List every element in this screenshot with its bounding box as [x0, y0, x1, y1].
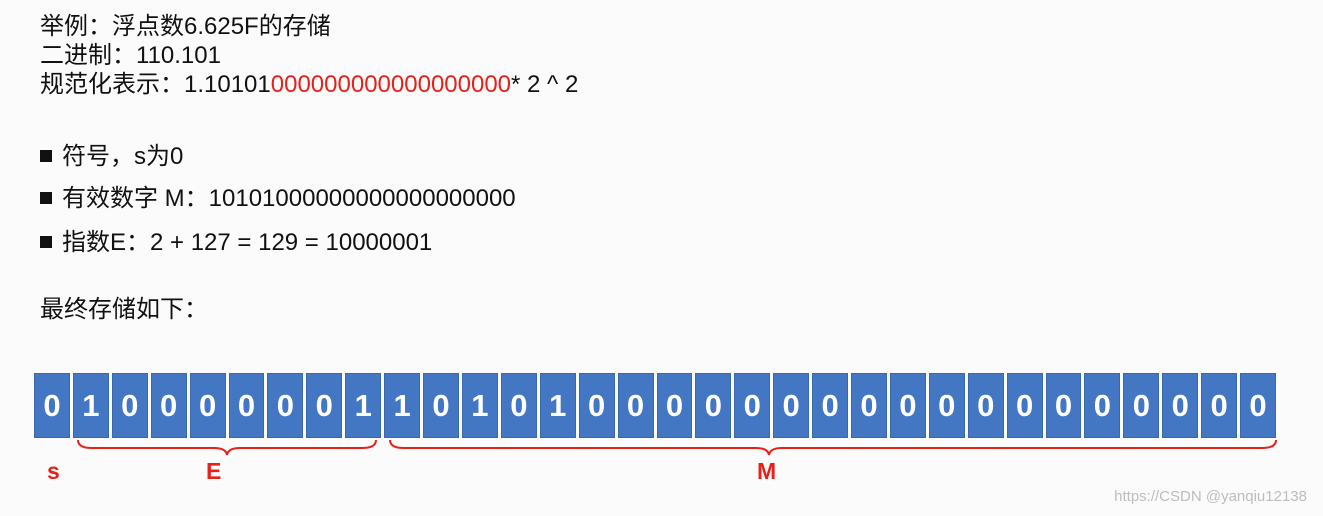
normalized-line: 规范化表示：1.10101000000000000000000* 2 ^ 2	[40, 70, 578, 100]
bullet-mantissa: 有效数字 M：10101000000000000000000	[40, 184, 516, 214]
bit-cell-8: 1	[345, 373, 382, 438]
bit-cell-17: 0	[695, 373, 732, 438]
normalized-label: 规范化表示：	[40, 71, 184, 98]
binary-line: 二进制：110.101	[40, 41, 221, 71]
bit-cell-31: 0	[1240, 373, 1276, 438]
bit-cell-27: 0	[1084, 373, 1121, 438]
exponent-field-label: E	[206, 458, 222, 484]
bit-cell-4: 0	[189, 373, 226, 438]
bit-cell-2: 0	[111, 373, 148, 438]
mantissa-field-label: M	[757, 458, 777, 484]
normalized-padding-zeros: 000000000000000000	[270, 71, 512, 98]
field-braces	[77, 439, 1277, 456]
bit-cell-15: 0	[617, 373, 654, 438]
bit-cell-0: 0	[34, 373, 70, 438]
bit-cell-18: 0	[734, 373, 771, 438]
bit-cell-25: 0	[1006, 373, 1043, 438]
bullet-square-icon	[40, 150, 52, 162]
bit-cell-5: 0	[228, 373, 265, 438]
storage-caption: 最终存储如下：	[40, 296, 208, 323]
bit-cell-11: 1	[461, 373, 498, 438]
normalized-prefix: 1.10101	[184, 71, 271, 98]
mantissa-brace	[389, 439, 1277, 456]
exponent-brace	[77, 439, 377, 456]
bullet-sign: 符号，s为0	[40, 142, 183, 172]
bit-cell-12: 0	[500, 373, 537, 438]
bullet-square-icon	[40, 236, 52, 248]
bit-cell-24: 0	[967, 373, 1004, 438]
bit-cell-7: 0	[306, 373, 343, 438]
bit-cell-1: 1	[72, 373, 109, 438]
sign-field-label: s	[47, 458, 60, 484]
bit-cell-22: 0	[889, 373, 926, 438]
bit-cell-16: 0	[656, 373, 693, 438]
bit-cell-14: 0	[578, 373, 615, 438]
normalized-suffix: * 2 ^ 2	[511, 71, 579, 98]
bullet-mantissa-text: 有效数字 M：10101000000000000000000	[62, 185, 516, 212]
binary-label: 二进制：	[40, 42, 136, 69]
bullet-exponent-text: 指数E：2 + 127 = 129 = 10000001	[62, 229, 433, 256]
bit-cell-21: 0	[851, 373, 887, 438]
bit-cell-23: 0	[928, 373, 965, 438]
example-title: 举例：浮点数6.625F的存储	[40, 13, 331, 40]
bit-cell-29: 0	[1162, 373, 1199, 438]
binary-value: 110.101	[136, 42, 221, 69]
csdn-watermark: https://CSDN @yanqiu12138	[1114, 488, 1307, 505]
bullet-sign-text: 符号，s为0	[62, 143, 184, 170]
bit-cell-28: 0	[1123, 373, 1160, 438]
bit-cell-26: 0	[1045, 373, 1082, 438]
bit-cell-9: 1	[384, 373, 421, 438]
bullet-exponent: 指数E：2 + 127 = 129 = 10000001	[40, 228, 432, 258]
bit-cell-3: 0	[150, 373, 187, 438]
bit-cell-6: 0	[267, 373, 304, 438]
bit-cell-19: 0	[773, 373, 810, 438]
bit-cell-10: 0	[423, 373, 459, 438]
bit-cell-30: 0	[1201, 373, 1238, 438]
bit-cell-13: 1	[539, 373, 576, 438]
bullet-square-icon	[40, 192, 52, 204]
bit-cell-20: 0	[812, 373, 849, 438]
